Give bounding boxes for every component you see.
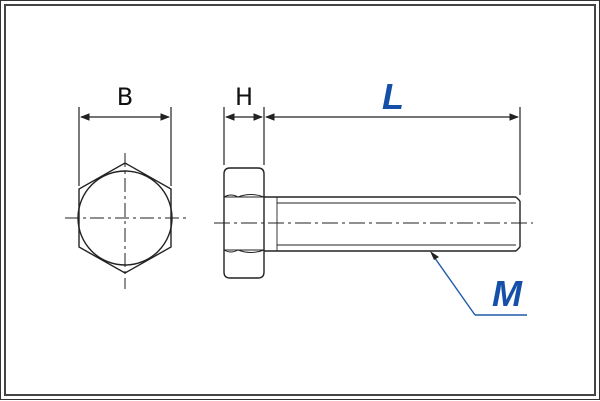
head-end-view [65,153,187,289]
leader-arrowhead [430,251,439,260]
dimension-b [78,107,172,186]
chamfer-top [515,196,521,202]
label-l: L [382,76,404,117]
head-outline [223,167,265,279]
bolt-side-view [214,167,533,279]
dimension-l [265,107,521,195]
head-face-arc-top [223,194,265,198]
thread-leader [431,253,527,316]
head-face-arc-bottom [223,249,265,253]
dimension-h [223,107,265,165]
label-m: M [492,273,523,314]
leader-diagonal [431,253,476,316]
label-b: B [117,83,133,111]
chamfer-bottom [515,246,521,252]
label-h: H [235,83,253,111]
